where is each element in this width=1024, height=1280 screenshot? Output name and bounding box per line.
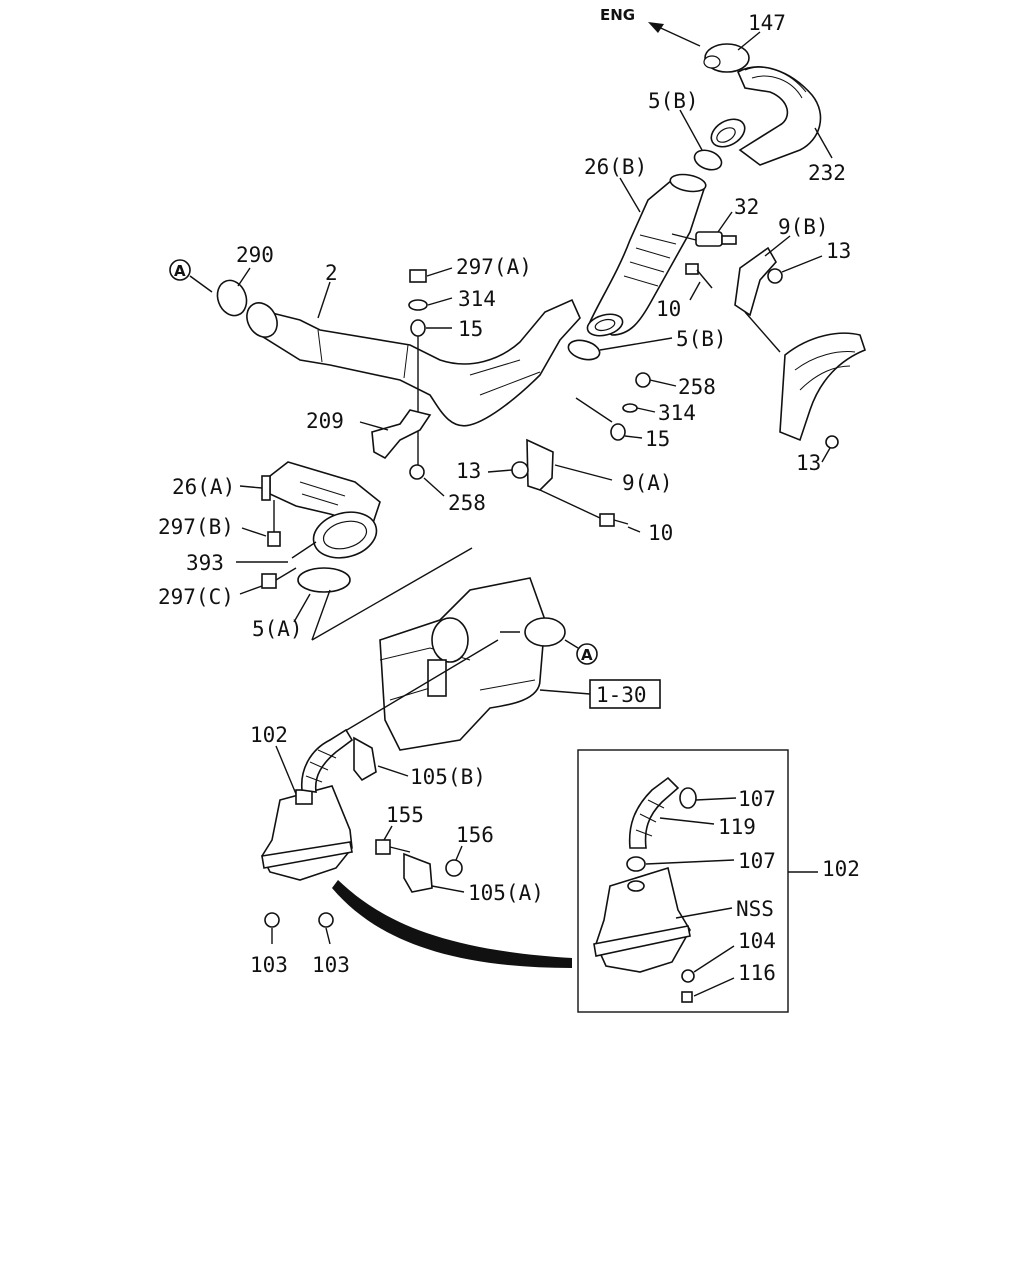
callout-5b-top: 5(B) [648,89,699,113]
part-10-bolt-upper [685,263,713,289]
callout-119: 119 [718,815,756,839]
callout-147: 147 [748,11,786,35]
callout-290: 290 [236,243,274,267]
callout-209: 209 [306,409,344,433]
callout-15-b: 15 [645,427,670,451]
part-297b-bolt [267,500,281,547]
callout-2: 2 [325,261,338,285]
part-9b-bracket [734,246,777,317]
callout-10-upper: 10 [656,297,681,321]
engine-direction-arrow: ENG [600,6,701,47]
part-5b-clamp-top [693,149,723,171]
callout-314-a: 314 [458,287,496,311]
callout-107-top: 107 [738,787,776,811]
callout-102-detail: 102 [822,857,860,881]
part-156-nut [445,859,463,877]
part-155-bolt [375,839,411,855]
callout-5a: 5(A) [252,617,303,641]
callout-15-a: 15 [458,317,483,341]
part-105a-bracket [403,852,433,893]
callout-102: 102 [250,723,288,747]
part-103-nuts [264,912,334,945]
callout-104: 104 [738,929,776,953]
callout-297c: 297(C) [158,585,234,609]
part-26a-resonator [261,461,381,559]
callout-26b: 26(B) [584,155,647,179]
callout-258-right: 258 [678,375,716,399]
callout-5b-mid: 5(B) [676,327,727,351]
part-258-nut-bottom [409,464,425,480]
circle-a-ref-bottom: A [576,643,598,665]
detail-link-arrow [332,880,572,968]
callout-32: 32 [734,195,759,219]
callout-nss: NSS [736,897,774,921]
part-105b-bracket [353,736,377,782]
callout-393: 393 [186,551,224,575]
callout-116: 116 [738,961,776,985]
part-9a-bracket [511,438,629,527]
part-26b-hose [586,173,707,337]
air-cleaner-assembly [379,577,566,751]
callout-314-b: 314 [658,401,696,425]
callout-107-mid: 107 [738,849,776,873]
detail-box [577,749,789,1013]
part-13-nut-right [767,268,783,284]
part-5b-clamp-mid [567,339,601,361]
callout-155: 155 [386,803,424,827]
callout-105b: 105(B) [410,765,486,789]
callout-13-right: 13 [826,239,851,263]
direction-label: ENG [600,6,635,24]
reference-box-label: 1-30 [596,683,647,707]
callout-103-right: 103 [312,953,350,977]
callout-103-left: 103 [250,953,288,977]
vehicle-frame-section [779,332,866,449]
callout-258-bottom: 258 [448,491,486,515]
callout-9b: 9(B) [778,215,829,239]
part-297c-bolt [261,567,297,589]
svg-text:A: A [174,262,186,280]
callout-26a: 26(A) [172,475,235,499]
callout-105a: 105(A) [468,881,544,905]
part-290-clamp [216,279,248,317]
part-32-sensor [671,231,737,247]
callout-297b: 297(B) [158,515,234,539]
part-5a-clamp [297,567,351,593]
part-102-tank [261,728,354,881]
callout-13-lower-right: 13 [796,451,821,475]
callout-297a: 297(A) [456,255,532,279]
callout-156: 156 [456,823,494,847]
part-232-hose [703,43,822,166]
arrow-head-icon [648,22,664,33]
part-2-duct-pipe [246,298,581,427]
callout-232: 232 [808,161,846,185]
reference-box [589,679,661,709]
part-297a-bolt-stack [408,269,428,470]
svg-text:A: A [581,646,593,664]
part-258-314-15-stack-right [575,372,651,441]
callout-9a: 9(A) [622,471,673,495]
detail-tank [593,776,697,1003]
part-209-bracket [371,409,432,460]
callout-13-mid: 13 [456,459,481,483]
circle-a-ref-top: A [169,259,213,293]
callout-10-lower: 10 [648,521,673,545]
